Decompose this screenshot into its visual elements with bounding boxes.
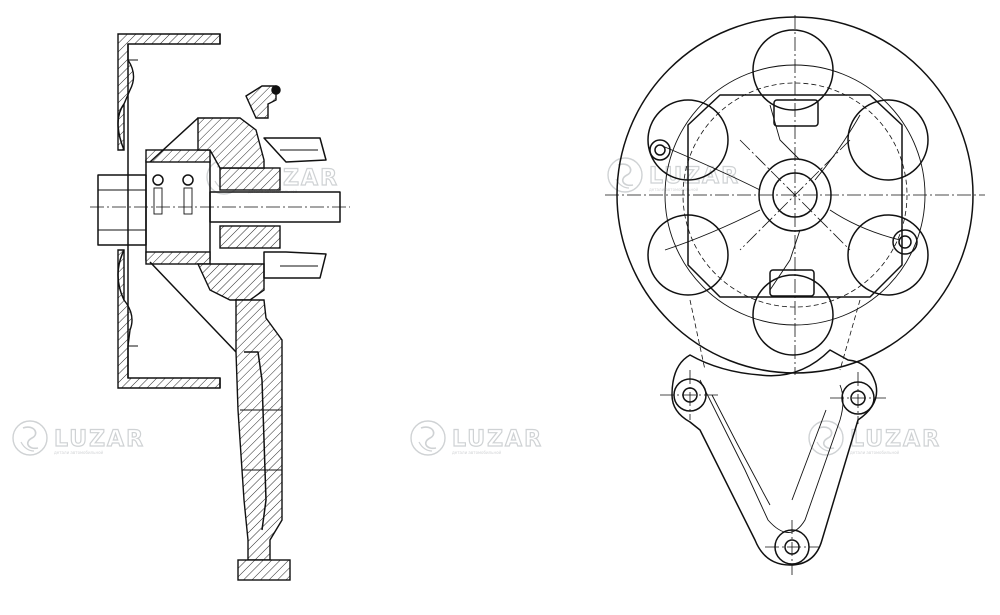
watermark-text: LUZAR xyxy=(649,164,740,189)
watermark-subtext: детали автомобильной xyxy=(850,450,900,455)
watermark-bottom-right: LUZAR детали автомобильной xyxy=(808,420,941,456)
watermark-subtext: детали автомобильной xyxy=(649,187,699,192)
pulley-bolt-pads xyxy=(647,29,929,356)
pump-body-outline xyxy=(671,349,878,566)
pulley-section xyxy=(117,33,221,389)
impeller-vanes xyxy=(659,99,901,297)
watermark-subtext: детали автомобильной xyxy=(54,450,104,455)
watermark-text: LUZAR xyxy=(54,427,145,452)
section-view xyxy=(90,33,350,581)
front-view xyxy=(605,15,985,575)
watermark-text: LUZAR xyxy=(452,427,543,452)
watermark-bottom-center: LUZAR детали автомобильной xyxy=(410,420,543,456)
pump-housing-section xyxy=(149,85,291,581)
watermark-text: LUZAR xyxy=(850,427,941,452)
watermark-bottom-left: LUZAR детали автомобильной xyxy=(12,420,145,456)
center-lines xyxy=(605,15,985,575)
impeller-section xyxy=(263,137,327,279)
bearing-cartridge xyxy=(145,149,281,265)
bolt-holes xyxy=(649,139,918,565)
watermark-top-right: LUZAR детали автомобильной xyxy=(607,157,740,193)
watermark-subtext: детали автомобильной xyxy=(452,450,502,455)
